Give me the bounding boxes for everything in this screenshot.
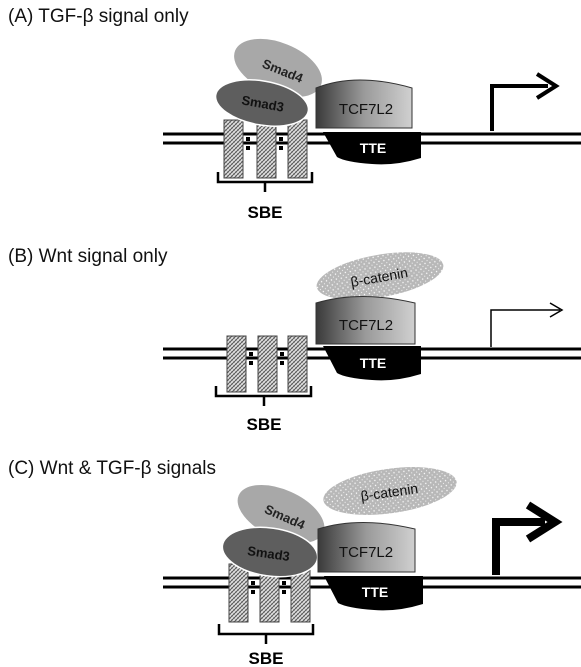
- tte-label: TTE: [362, 584, 388, 600]
- tcf7l2-protein: [317, 522, 416, 573]
- transcription-arrowhead: [535, 72, 560, 100]
- smad3-protein: [214, 79, 310, 127]
- transcription-arrowhead: [549, 302, 564, 318]
- panel-a-title: (A) TGF-β signal only: [8, 6, 189, 27]
- sbe-boxes: [223, 119, 308, 179]
- tcf7l2-protein: [315, 296, 416, 345]
- beta-catenin-label: β-catenin: [360, 480, 420, 504]
- smad3-label: Smad3: [246, 543, 290, 564]
- tcf7l2-label: TCF7L2: [339, 544, 393, 561]
- sbe-boxes: [226, 335, 308, 393]
- sbe-label: SBE: [247, 415, 282, 434]
- tte-element: [323, 346, 421, 381]
- panel-b: (B) Wnt signal only SBE β-catenin TCF7L2…: [0, 240, 581, 460]
- sbe-label: SBE: [249, 649, 284, 667]
- tte-element: [323, 132, 421, 165]
- sbe-bracket: [214, 386, 313, 406]
- panel-a: (A) TGF-β signal only SBE Smad4 Smad3 TC…: [0, 0, 581, 220]
- beta-catenin-protein: [321, 465, 459, 517]
- sbe-bracket: [216, 172, 314, 192]
- panel-a-diagram: SBE Smad4 Smad3 TCF7L2 TTE: [163, 37, 581, 220]
- panel-c: (C) Wnt & TGF-β signals SBE Smad4 Smad3 …: [0, 452, 581, 667]
- transcription-arrow: [490, 84, 548, 131]
- tte-label: TTE: [360, 140, 386, 156]
- tcf7l2-label: TCF7L2: [339, 101, 393, 118]
- transcription-arrow: [492, 518, 545, 575]
- sbe-bracket: [217, 624, 315, 644]
- tte-label: TTE: [360, 355, 386, 371]
- tcf7l2-protein: [315, 79, 413, 129]
- sbe-label: SBE: [248, 203, 283, 220]
- transcription-arrow: [490, 309, 560, 347]
- panel-b-title: (B) Wnt signal only: [8, 246, 168, 267]
- transcription-arrowhead: [525, 501, 563, 543]
- panel-c-title: (C) Wnt & TGF-β signals: [8, 458, 216, 479]
- tte-element: [324, 576, 423, 611]
- smad3-label: Smad3: [240, 92, 285, 114]
- tcf7l2-label: TCF7L2: [339, 317, 393, 334]
- panel-c-diagram: SBE Smad4 Smad3 β-catenin TCF7L2 TTE: [163, 465, 581, 667]
- panel-b-diagram: SBE β-catenin TCF7L2 TTE: [163, 250, 581, 434]
